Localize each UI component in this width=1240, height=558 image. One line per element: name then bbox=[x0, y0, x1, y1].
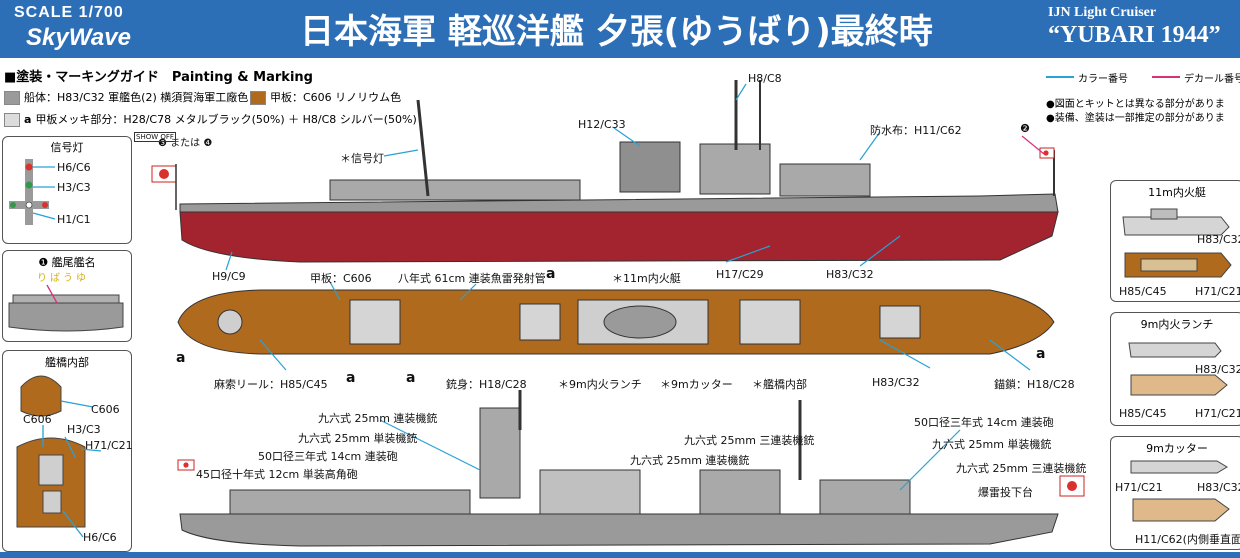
side-label-h12: H12/C33 bbox=[578, 118, 626, 131]
signal-light-drawing bbox=[9, 159, 56, 225]
bottom-label-mg-twin-b: 九六式 25mm 連装機銃 bbox=[630, 454, 750, 467]
boat-9m-launch-label-1: H83/C32 bbox=[1195, 363, 1240, 376]
side-label-tarp: 防水布：H11/C62 bbox=[870, 124, 962, 137]
boat-9m-launch-label-3: H71/C21 bbox=[1195, 407, 1240, 420]
legend-letter-a: a bbox=[24, 113, 32, 126]
subtitle-small: IJN Light Cruiser bbox=[1048, 5, 1157, 20]
leader-lines bbox=[225, 83, 1031, 491]
side-label-h83: H83/C32 bbox=[826, 268, 874, 281]
note-2: ●装備、塗装は一部推定の部分がありま bbox=[1046, 113, 1225, 124]
top-label-anchor: 錨鎖：H18/C28 bbox=[994, 378, 1075, 391]
boat-panel-9m-launch: 9m内火ランチ H83/C32 H85/C45 H71/C21 bbox=[1110, 312, 1240, 426]
top-label-launch9: ＊9m内火ランチ bbox=[558, 378, 642, 391]
page-title: 日本海軍 軽巡洋艦 夕張(ゆうばり)最終時 bbox=[300, 12, 933, 52]
boat-9m-launch-label-2: H85/C45 bbox=[1119, 407, 1167, 420]
signal-h1: H1/C1 bbox=[57, 213, 91, 226]
top-label-torpedo: 八年式 61cm 連装魚雷発射管 bbox=[398, 272, 546, 285]
boat-11m-drawing bbox=[1122, 208, 1232, 278]
boat-panel-9m-cutter: 9mカッター H71/C21 H83/C32 H11/C62(内側垂直面) bbox=[1110, 436, 1240, 550]
decal-options: ❸ または ❹ bbox=[158, 138, 213, 149]
boat-11m-label-2: H85/C45 bbox=[1119, 285, 1167, 298]
signal-h3: H3/C3 bbox=[57, 181, 91, 194]
boat-9m-cutter-label-3: H11/C62(内側垂直面) bbox=[1135, 533, 1240, 546]
top-label-boat11: ＊11m内火艇 bbox=[612, 272, 681, 285]
side-label-signal: ＊信号灯 bbox=[340, 152, 384, 165]
top-label-h83: H83/C32 bbox=[872, 376, 920, 389]
boat-9m-launch-drawing bbox=[1128, 342, 1228, 396]
guide-title: ■塗装・マーキングガイド Painting & Marking bbox=[4, 70, 313, 85]
top-label-deck: 甲板：C606 bbox=[310, 272, 372, 285]
top-label-cutter9: ＊9mカッター bbox=[660, 378, 733, 391]
legend-deck: 甲板：C606 リノリウム色 bbox=[250, 89, 401, 105]
bottom-label-gun14-twin: 50口径三年式 14cm 連装砲 bbox=[258, 450, 398, 463]
hull-color-swatch bbox=[4, 91, 20, 105]
boat-9m-cutter-label-1: H71/C21 bbox=[1115, 481, 1163, 494]
legend-deck-text: 甲板：C606 リノリウム色 bbox=[270, 91, 402, 104]
boat-9m-cutter-drawing bbox=[1130, 460, 1230, 522]
bridge-c606-b: C606 bbox=[23, 413, 52, 426]
key-decal-number: デカール番号 bbox=[1184, 74, 1240, 85]
bridge-c606-a: C606 bbox=[91, 403, 120, 416]
top-label-a1: a bbox=[546, 266, 556, 282]
header-bar bbox=[0, 0, 1240, 58]
bottom-label-mg-triple-a: 九六式 25mm 三連装機銃 bbox=[684, 434, 815, 447]
bottom-profile-ship bbox=[177, 390, 1085, 547]
bridge-panel-title: 艦橋内部 bbox=[45, 356, 89, 369]
stern-name-text: りばうゆ bbox=[37, 273, 89, 284]
bottom-label-gun12: 45口径十年式 12cm 単装高角砲 bbox=[196, 468, 358, 481]
signal-light-panel: 信号灯 H6/C6 H3/C3 H1/C1 bbox=[2, 136, 132, 244]
bottom-bar bbox=[0, 552, 1240, 558]
boat-11m-label-1: H83/C32 bbox=[1197, 233, 1240, 246]
top-label-rope: 麻索リール：H85/C45 bbox=[214, 378, 328, 391]
bridge-h6: H6/C6 bbox=[83, 531, 117, 544]
side-label-h8: H8/C8 bbox=[748, 72, 782, 85]
boat-panel-11m: 11m内火艇 H83/C32 H85/C45 H71/C21 bbox=[1110, 180, 1240, 302]
bottom-label-mg-single-b: 九六式 25mm 単装機銃 bbox=[932, 438, 1052, 451]
signal-panel-title: 信号灯 bbox=[50, 141, 84, 154]
side-label-h17: H17/C29 bbox=[716, 268, 764, 281]
stern-panel-title: ❶ 艦尾艦名 bbox=[38, 256, 96, 269]
top-label-a5: a bbox=[406, 370, 416, 386]
bottom-label-depth: 爆雷投下台 bbox=[978, 486, 1033, 499]
decal-badge: SHOW OFF bbox=[134, 132, 176, 142]
stern-name-panel: ❶ 艦尾艦名 りばうゆ bbox=[2, 250, 132, 342]
bottom-label-mg-twin-a: 九六式 25mm 連装機銃 bbox=[318, 412, 438, 425]
top-label-a4: a bbox=[346, 370, 356, 386]
bottom-label-mg-triple-b: 九六式 25mm 三連装機銃 bbox=[956, 462, 1087, 475]
key-color-number: カラー番号 bbox=[1078, 74, 1128, 85]
decal-2-marker: ❷ bbox=[1020, 122, 1030, 135]
legend-metal-text: 甲板メッキ部分：H28/C78 メタルブラック(50%) ＋ H8/C8 シルバ… bbox=[35, 113, 417, 126]
side-label-h9: H9/C9 bbox=[212, 270, 246, 283]
bottom-label-gun14-single: 50口径三年式 14cm 連装砲 bbox=[914, 416, 1054, 429]
legend-hull-text: 船体：H83/C32 軍艦色(2) 横須賀海軍工廠色 bbox=[24, 91, 249, 104]
top-view-ship bbox=[177, 289, 1055, 355]
legend-hull: 船体：H83/C32 軍艦色(2) 横須賀海軍工廠色 bbox=[4, 89, 248, 105]
top-label-a3: a bbox=[1036, 346, 1046, 362]
metal-color-swatch bbox=[4, 113, 20, 127]
signal-h6: H6/C6 bbox=[57, 161, 91, 174]
bridge-h71: H71/C21 bbox=[85, 439, 133, 452]
bridge-drawing bbox=[16, 375, 102, 538]
brand-logo: SkyWave bbox=[26, 24, 131, 51]
boat-11m-label-3: H71/C21 bbox=[1195, 285, 1240, 298]
bridge-h3: H3/C3 bbox=[67, 423, 101, 436]
scale-label: SCALE 1/700 bbox=[14, 4, 124, 21]
boat-9m-cutter-title: 9mカッター bbox=[1146, 442, 1208, 455]
boat-9m-cutter-label-2: H83/C32 bbox=[1197, 481, 1240, 494]
deck-color-swatch bbox=[250, 91, 266, 105]
note-1: ●図面とキットとは異なる部分がありま bbox=[1046, 99, 1225, 110]
top-label-barrel: 銃身：H18/C28 bbox=[446, 378, 527, 391]
boat-11m-title: 11m内火艇 bbox=[1148, 186, 1206, 199]
top-label-a2: a bbox=[176, 350, 186, 366]
bridge-interior-panel: 艦橋内部 C606 C606 H3/C3 H71/C21 H6/C6 bbox=[2, 350, 133, 552]
side-profile-ship bbox=[151, 80, 1059, 263]
top-label-bridge: ＊艦橋内部 bbox=[752, 378, 807, 391]
stern-drawing bbox=[8, 284, 124, 332]
boat-9m-launch-title: 9m内火ランチ bbox=[1140, 318, 1214, 331]
subtitle-large: “YUBARI 1944” bbox=[1048, 22, 1221, 48]
bottom-label-mg-single-a: 九六式 25mm 単装機銃 bbox=[298, 432, 418, 445]
